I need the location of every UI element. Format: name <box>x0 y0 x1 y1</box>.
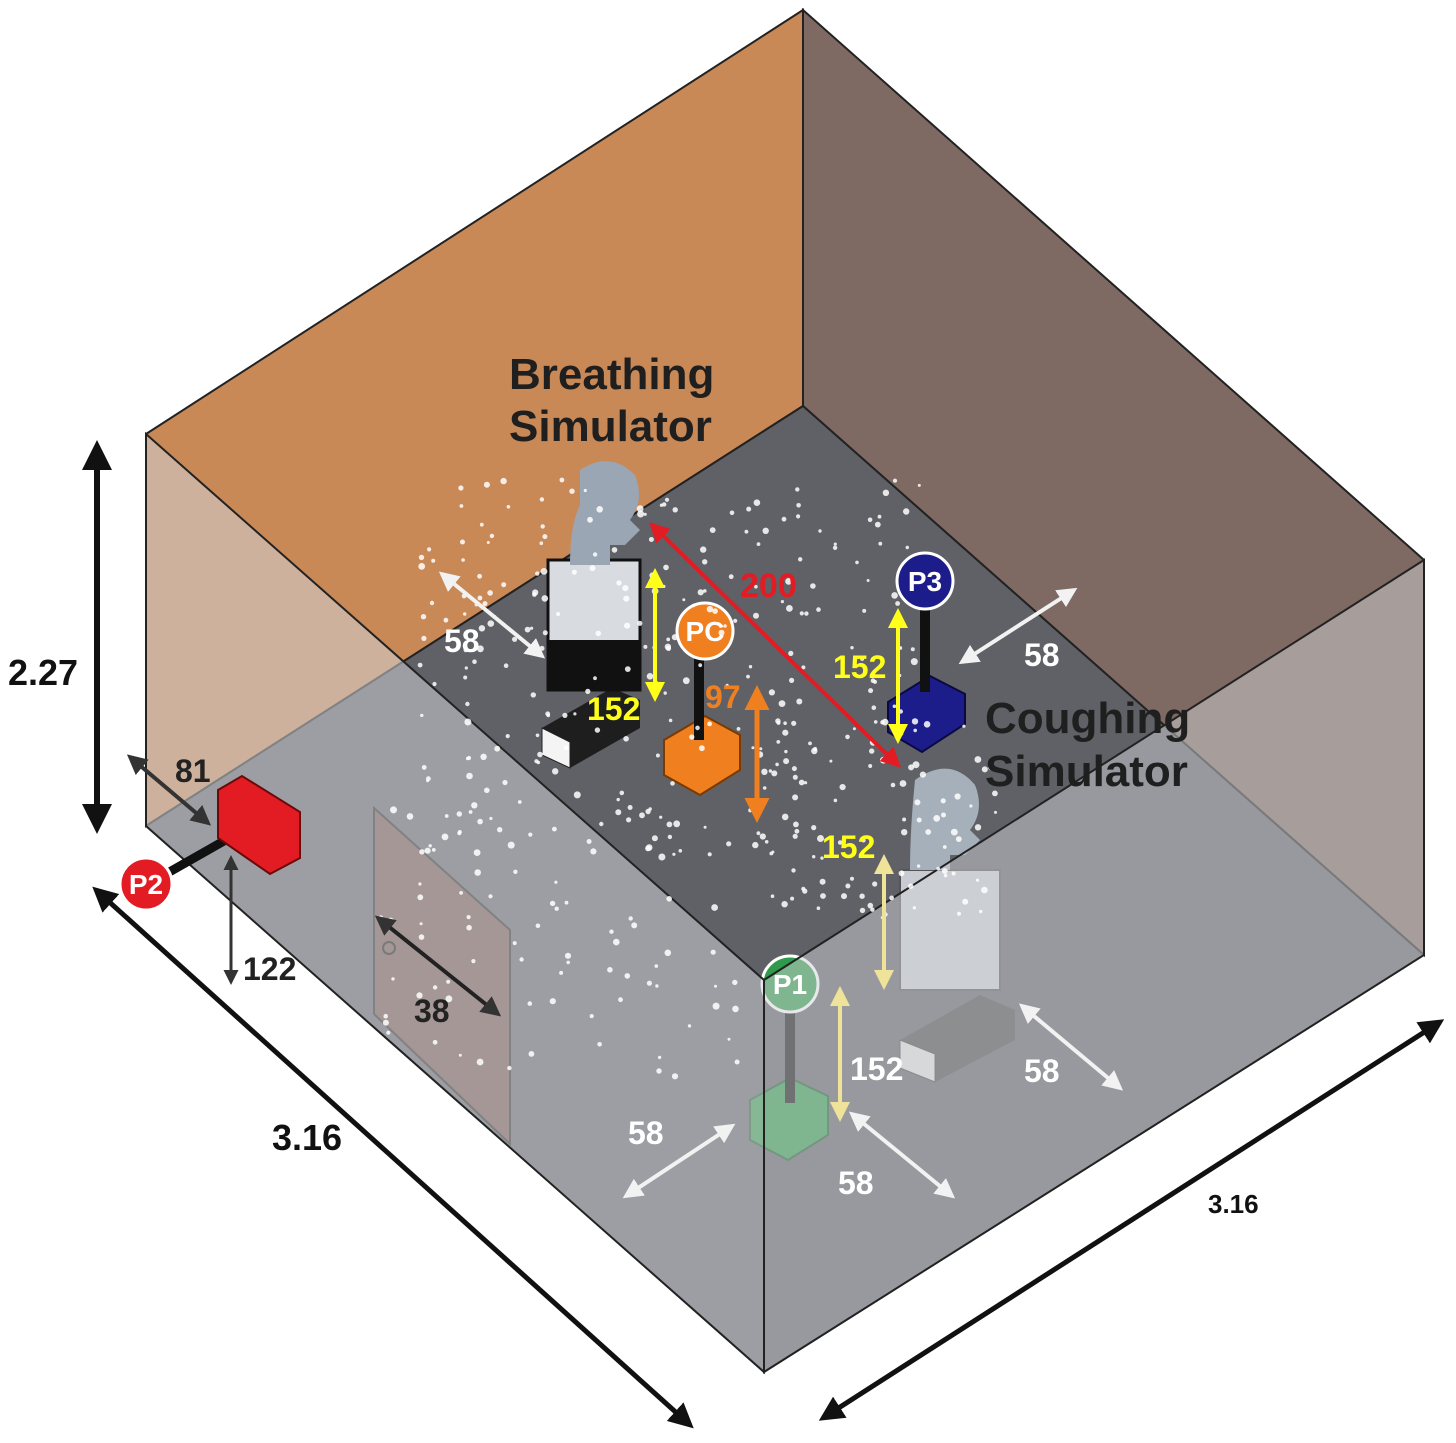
p2-offset-label: 81 <box>175 753 211 789</box>
probe-p3-label: P3 <box>908 566 942 597</box>
p3-wall-gap-label: 58 <box>1024 637 1060 673</box>
door-width-arrow <box>374 915 502 1017</box>
breathing-wall-gap-arrow <box>438 571 546 659</box>
p3-height-label: 152 <box>833 649 886 685</box>
p3-wall-gap-arrow <box>958 587 1078 665</box>
breathing-coughing-arrow <box>649 522 901 768</box>
door-width-label: 38 <box>414 993 450 1029</box>
probe-pc-label: PC <box>686 616 725 647</box>
room-length-right-label: 3.16 <box>1208 1189 1259 1219</box>
coughing-wall-gap-label: 58 <box>1024 1053 1060 1089</box>
breathing-label-line2: Simulator <box>509 402 712 451</box>
breathing-label-line1: Breathing <box>509 350 714 399</box>
p1-gap-right-label: 58 <box>838 1165 874 1201</box>
p1-height-label: 152 <box>850 1051 903 1087</box>
length-left-arrow <box>92 886 694 1429</box>
p1-gap-right-arrow <box>848 1111 956 1199</box>
coughing-height-label: 152 <box>822 829 875 865</box>
p1-gap-left-arrow <box>622 1123 736 1199</box>
pc-height-label: 97 <box>705 679 741 715</box>
p2-offset-arrow <box>126 754 212 826</box>
room-height-label: 2.27 <box>8 652 78 693</box>
p1-gap-left-label: 58 <box>628 1115 664 1151</box>
distance-200-label: 200 <box>740 567 797 605</box>
breathing-height-label: 152 <box>587 691 640 727</box>
coughing-label-line2: Simulator <box>985 747 1188 796</box>
p2-height-label: 122 <box>243 951 296 987</box>
probe-p1-label: P1 <box>773 969 807 1000</box>
coughing-label-line1: Coughing <box>985 694 1190 743</box>
probe-p2-label: P2 <box>129 869 163 900</box>
length-right-arrow <box>818 1019 1445 1421</box>
coughing-wall-gap-arrow <box>1018 1003 1124 1091</box>
breathing-wall-gap-label: 58 <box>444 623 480 659</box>
room-length-left-label: 3.16 <box>272 1117 342 1158</box>
